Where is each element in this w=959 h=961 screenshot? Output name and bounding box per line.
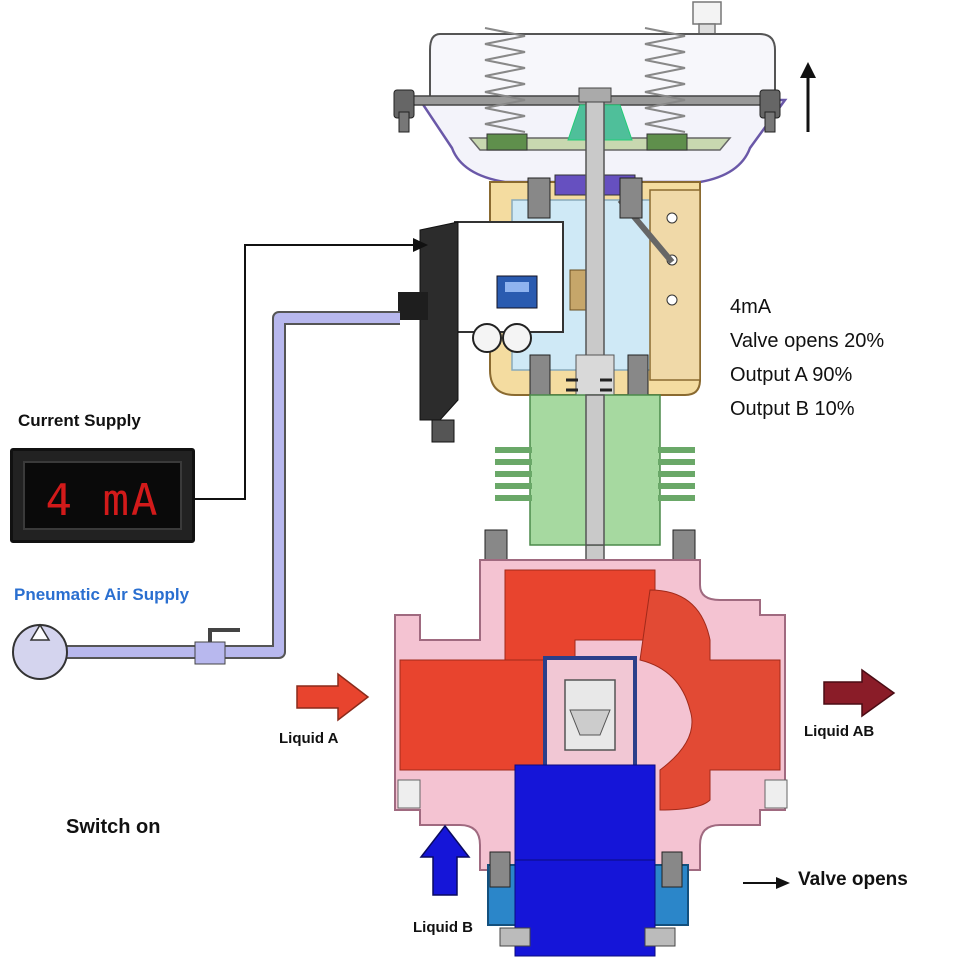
spring-left	[484, 27, 526, 133]
current-display-value: 4 mA	[45, 475, 160, 526]
air-supply-line	[12, 311, 400, 680]
liquid-a-arrow	[296, 672, 370, 722]
valve-opens-arrow	[743, 877, 790, 889]
valve-opens-label: Valve opens	[798, 869, 908, 890]
liquid-b-label: Liquid B	[413, 919, 473, 936]
current-display-screen: 4 mA	[23, 461, 182, 530]
bonnet	[484, 394, 696, 571]
current-display: 4 mA	[10, 448, 195, 543]
switch-on-label: Switch on	[66, 816, 161, 838]
liquid-ab-arrow	[823, 668, 896, 718]
status-output-a: Output A 90%	[730, 364, 853, 386]
current-supply-label: Current Supply	[18, 411, 141, 430]
up-arrow	[800, 62, 816, 132]
status-valve-opening: Valve opens 20%	[730, 330, 885, 352]
status-readout: 4mA Valve opens 20% Output A 90% Output …	[730, 290, 884, 426]
pneumatic-air-supply-label: Pneumatic Air Supply	[14, 585, 190, 604]
status-output-b: Output B 10%	[730, 398, 855, 420]
valve-body	[394, 559, 788, 957]
spring-right	[644, 27, 686, 133]
liquid-ab-label: Liquid AB	[804, 723, 875, 740]
liquid-b-arrow	[419, 824, 471, 896]
signal-wire	[195, 238, 428, 500]
liquid-a-label: Liquid A	[279, 730, 339, 747]
status-current: 4mA	[730, 296, 772, 318]
